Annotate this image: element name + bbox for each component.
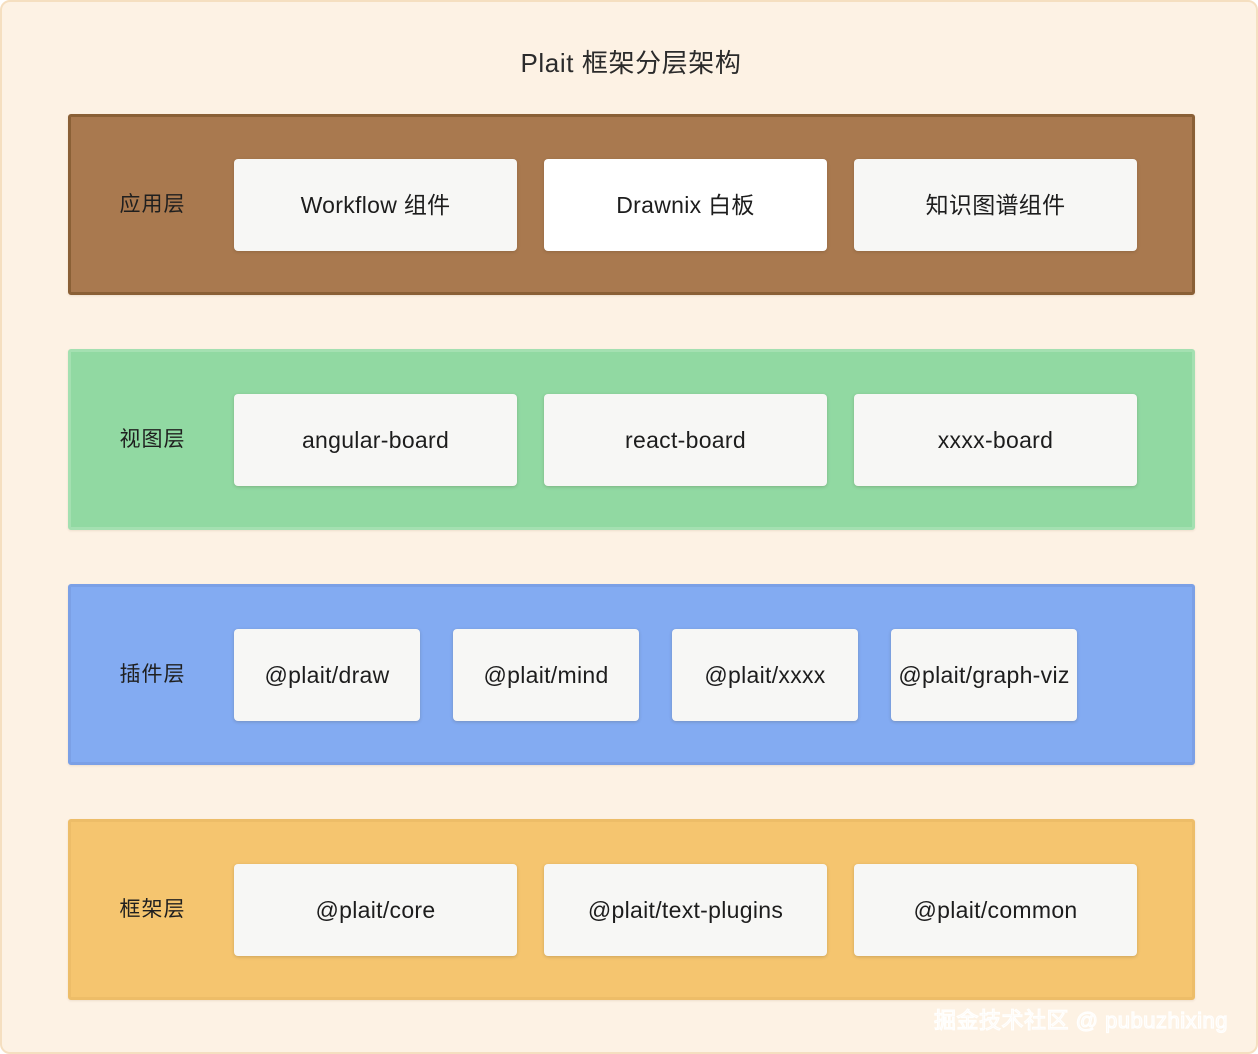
card-plait-draw[interactable]: @plait/draw: [234, 628, 420, 721]
card-plait-text-plugins[interactable]: @plait/text-plugins: [544, 863, 827, 956]
card-drawnix-whiteboard[interactable]: Drawnix 白板: [544, 158, 827, 251]
layer-application[interactable]: 应用层 Workflow 组件 Drawnix 白板 知识图谱组件: [68, 114, 1195, 295]
layer-framework[interactable]: 框架层 @plait/core @plait/text-plugins @pla…: [68, 819, 1195, 1000]
layer-card-group-plugin: @plait/draw @plait/mind @plait/xxxx @pla…: [234, 587, 1192, 762]
card-plait-graph-viz[interactable]: @plait/graph-viz: [891, 628, 1077, 721]
card-plait-xxxx[interactable]: @plait/xxxx: [672, 628, 858, 721]
watermark: 掘金技术社区 @ pubuzhixing: [933, 1007, 1228, 1033]
page-title: Plait 框架分层架构: [520, 48, 742, 78]
layer-card-group-view: angular-board react-board xxxx-board: [234, 352, 1197, 527]
card-plait-core[interactable]: @plait/core: [234, 863, 517, 956]
layer-plugin[interactable]: 插件层 @plait/draw @plait/mind @plait/xxxx …: [68, 584, 1195, 765]
card-workflow-component[interactable]: Workflow 组件: [234, 158, 517, 251]
card-angular-board[interactable]: angular-board: [234, 393, 517, 486]
card-knowledge-graph-component[interactable]: 知识图谱组件: [854, 158, 1137, 251]
layer-view[interactable]: 视图层 angular-board react-board xxxx-board: [68, 349, 1195, 530]
layer-label-plugin: 插件层: [119, 662, 186, 686]
layer-label-view: 视图层: [119, 427, 186, 451]
card-plait-mind[interactable]: @plait/mind: [453, 628, 639, 721]
layer-card-group-framework: @plait/core @plait/text-plugins @plait/c…: [234, 822, 1197, 997]
card-plait-common[interactable]: @plait/common: [854, 863, 1137, 956]
card-react-board[interactable]: react-board: [544, 393, 827, 486]
layer-label-framework: 框架层: [119, 897, 186, 921]
layer-card-group-application: Workflow 组件 Drawnix 白板 知识图谱组件: [234, 117, 1197, 292]
layer-label-application: 应用层: [119, 192, 186, 216]
card-xxxx-board[interactable]: xxxx-board: [854, 393, 1137, 486]
